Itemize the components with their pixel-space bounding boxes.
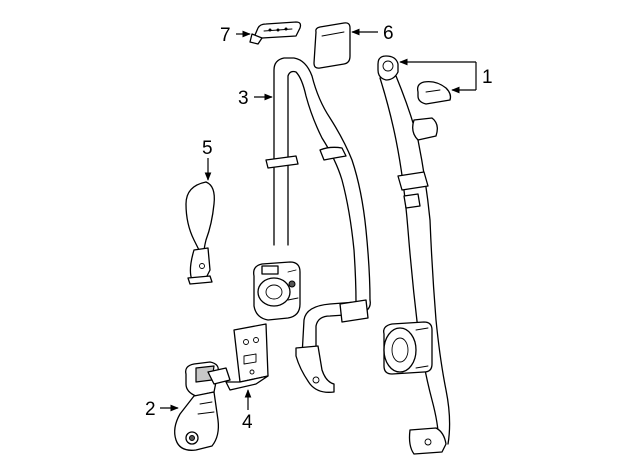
- callout-7: 7: [220, 25, 231, 46]
- part-4-mounting-bracket: [225, 323, 269, 391]
- callout-1: 1: [482, 67, 493, 88]
- part-3-belt-assembly: [253, 57, 371, 393]
- part-7-belt-guide: [249, 21, 302, 45]
- callout-2: 2: [145, 399, 156, 420]
- callout-4: 4: [242, 412, 253, 433]
- callout-5: 5: [202, 138, 213, 159]
- callout-6: 6: [383, 23, 394, 44]
- part-1-belt-assembly: [377, 55, 452, 455]
- part-2-buckle: [174, 361, 231, 451]
- callout-3: 3: [238, 88, 249, 109]
- part-6-trim-cover: [313, 22, 351, 69]
- part-5-cable-strap: [185, 181, 215, 285]
- leader-lines: [160, 28, 477, 412]
